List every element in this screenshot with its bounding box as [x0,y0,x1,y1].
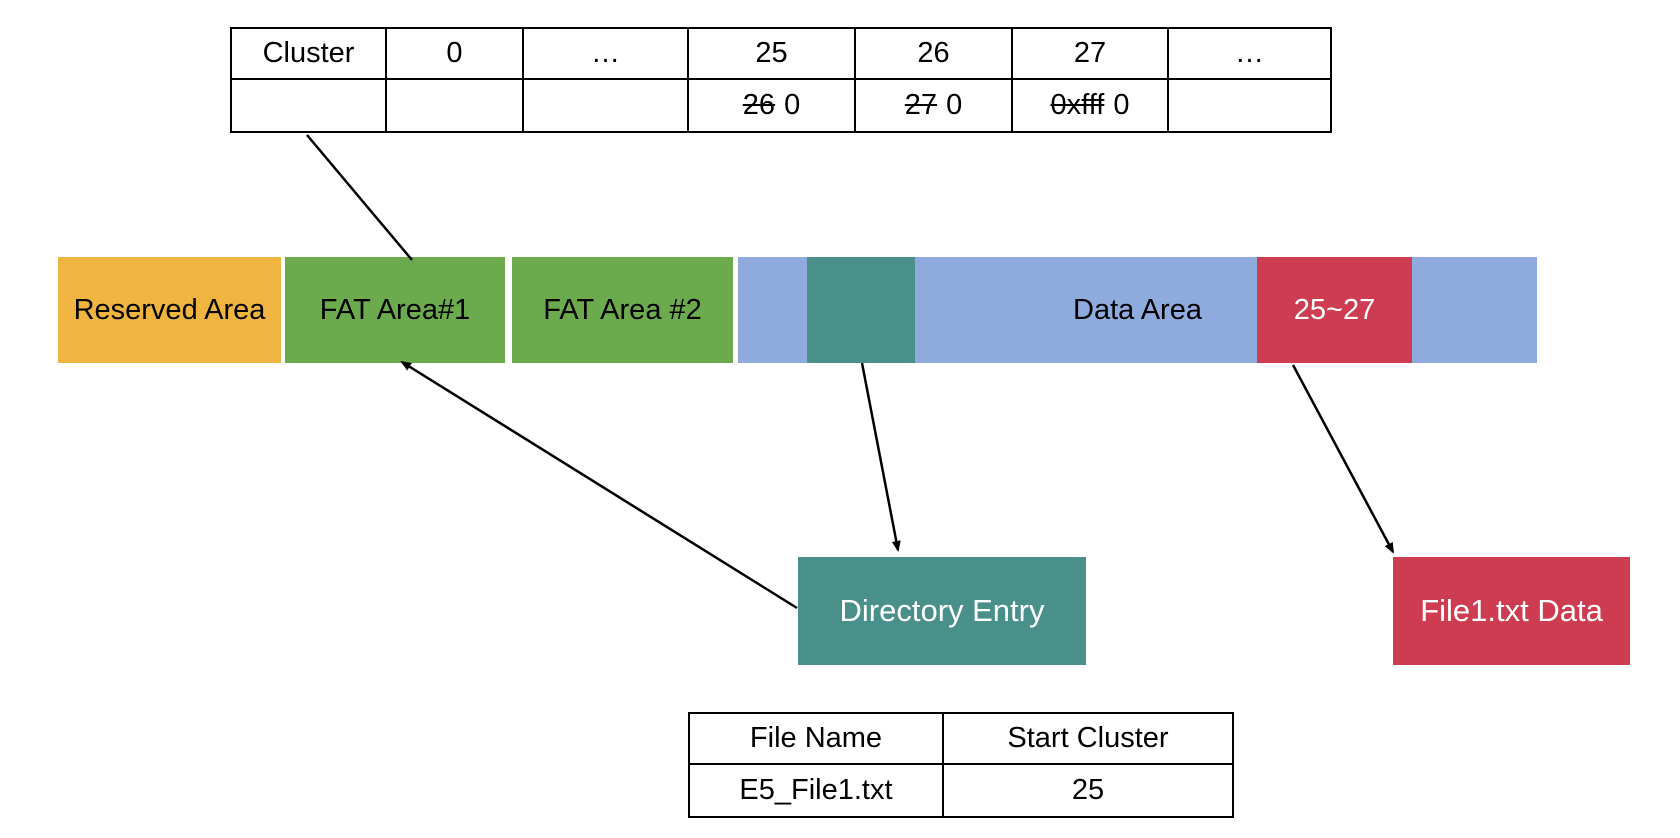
reserved-area-segment: Reserved Area [58,257,281,363]
dir-table-header-start-cluster: Start Cluster [944,714,1232,765]
fat-table-header-cell: 26 [856,29,1013,80]
fat-table-header-cell: Cluster [232,29,387,80]
fat-entry-cell [1169,80,1330,131]
line-cluster-cell-to-fat1 [306,134,413,261]
new-fat-value: 0 [784,89,801,121]
old-fat-value: 0xfff [1050,89,1105,121]
arrow-cluster-range-to-file-data-box [1291,364,1395,554]
dir-table-cell-file-name: E5_File1.txt [690,765,944,816]
dir-table-header-file-name: File Name [690,714,944,765]
fat-table-header-cell: … [1169,29,1330,80]
fat-entry-cell [387,80,524,131]
old-fat-value: 27 [904,89,938,121]
fat-table-header-cell: … [524,29,689,80]
fat-table-header-cell: 27 [1013,29,1169,80]
new-fat-value: 0 [946,89,963,121]
directory-entry-cluster-segment [807,257,915,363]
old-fat-value: 26 [742,89,776,121]
fat-entry-cell [232,80,387,131]
fat-table-header-cell: 25 [689,29,856,80]
file-data-box: File1.txt Data [1393,557,1630,665]
file-cluster-range-segment: 25~27 [1257,257,1412,363]
new-fat-value: 0 [1113,89,1130,121]
fat-area-2-segment: FAT Area #2 [512,257,733,363]
fat-area-1-segment: FAT Area#1 [285,257,505,363]
directory-entry-box: Directory Entry [798,557,1086,665]
fat-entry-cell [524,80,689,131]
arrow-directory-entry-to-fat1 [400,360,798,610]
directory-entry-table: File Name Start Cluster E5_File1.txt 25 [688,712,1234,818]
dir-table-cell-start-cluster: 25 [1071,774,1105,806]
arrow-dirent-segment-to-directory-entry-box [860,362,901,552]
fat-table-header-cell: 0 [387,29,524,80]
